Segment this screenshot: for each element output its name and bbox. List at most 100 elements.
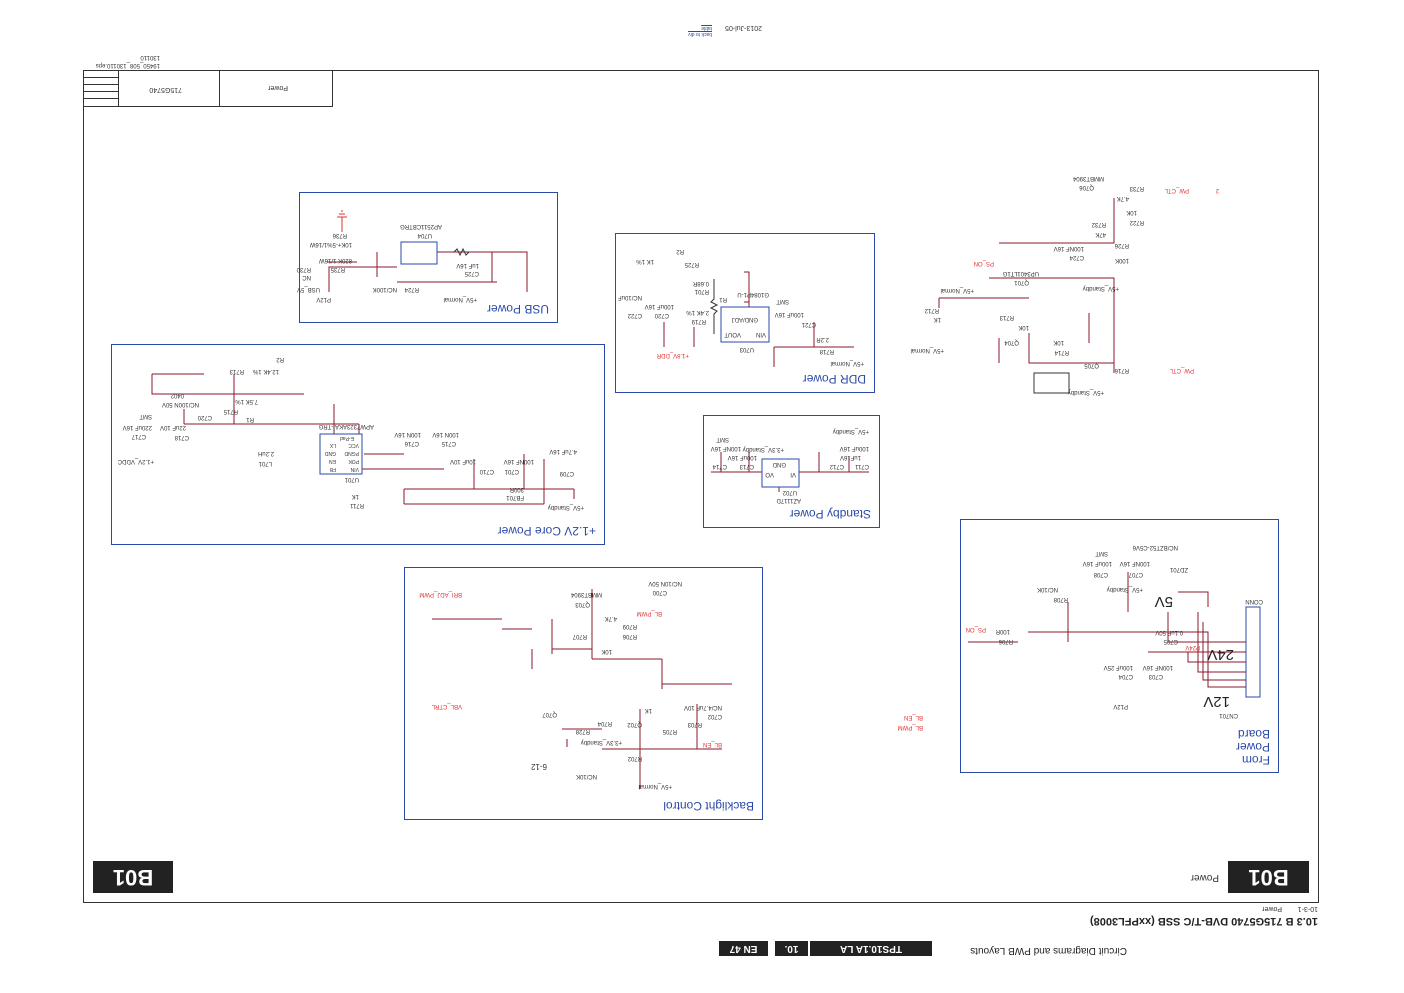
pin-label: EN (329, 458, 336, 464)
label: Q701 (1014, 279, 1029, 285)
label: C704 (1118, 673, 1133, 679)
core-wiring (151, 373, 575, 505)
label: 100uF 16V (727, 454, 757, 460)
label: +5V_Standby (1106, 586, 1143, 592)
label: NC/10N 50V (648, 580, 682, 586)
label: C721 (801, 321, 816, 327)
label: SMT (776, 298, 789, 304)
label: C718 (174, 434, 189, 440)
net-label: BRI_ADJ_PWM (419, 591, 462, 597)
label: R718 (819, 348, 834, 354)
label: 820K 1/16W (318, 257, 352, 263)
chapter-badge: 10. (775, 941, 808, 956)
label: R1 (719, 296, 727, 302)
label: +5V_Normal (443, 296, 477, 302)
label: NC/10uF (617, 294, 642, 300)
label: Q702 (627, 721, 642, 727)
label: C720 (654, 312, 669, 318)
label: C708 (1093, 571, 1108, 577)
label: R711 (350, 502, 364, 508)
label: 100uF 16V (1082, 560, 1112, 566)
power-switch-circuits: Q706 MMBT3904 R733 4.7K PW_CTL R722 10K … (899, 173, 1319, 403)
label: 2.4K 1% (686, 309, 709, 315)
label: R736 (332, 232, 347, 238)
pin-label: PGND (344, 450, 359, 456)
label: R703 (687, 721, 702, 727)
label: NC/BZT52-C5V6 (1132, 544, 1178, 550)
label: R705 (662, 728, 677, 734)
page-badge: EN 47 (719, 941, 768, 956)
label: 100uF 16V (839, 445, 869, 451)
label: R2 (276, 356, 284, 362)
file-name: 19450_508_130110.eps (95, 62, 160, 68)
label: C705 (1163, 638, 1178, 644)
label: 4.7K (604, 615, 617, 621)
pin-label: VIN (350, 466, 359, 472)
label: NC/4.7uF 10V (683, 704, 722, 710)
label: C709 (559, 470, 574, 476)
label: C703 (1148, 673, 1163, 679)
net-label: PW_CTL (1164, 187, 1189, 193)
label: UP3401LT1G (1002, 270, 1039, 276)
label: 1uF 16V (456, 262, 479, 268)
label: P12V (316, 296, 331, 302)
rail-12v: 12V (1203, 693, 1230, 710)
label: CONN (1245, 598, 1263, 604)
label: C700 (652, 589, 667, 595)
label: VI (790, 471, 796, 477)
label: R724 (404, 286, 419, 292)
net-label: P24V (1185, 644, 1200, 650)
label: VIN (755, 331, 766, 337)
label: C702 (707, 713, 722, 719)
label: 0402 (170, 392, 184, 398)
label: C711 (855, 463, 869, 469)
label: 100NF 16V (503, 458, 534, 464)
label: P12V (1113, 703, 1128, 709)
label: 10K (1018, 324, 1029, 330)
label: Q703 (575, 601, 590, 607)
label: +5V_Normal (638, 783, 672, 789)
label: +5V_Standby (1082, 285, 1119, 291)
label: NC (302, 274, 311, 280)
label: 100uF 16V (774, 311, 804, 317)
net-label: PS_ON (973, 260, 994, 266)
title-block-part: 715G5740 (149, 86, 182, 93)
label: 22uF 10V (159, 424, 186, 430)
label: 100uF 25V (1103, 664, 1133, 670)
label: +5V_Standby (547, 504, 584, 510)
label: 12.4K 1% (252, 368, 279, 374)
label: C713 (739, 463, 754, 469)
label: Q704 (1004, 339, 1019, 345)
file-code: 130110 (140, 54, 160, 60)
label: 100uF 16V (644, 303, 674, 309)
label: 1K (351, 493, 359, 499)
label: 100N 16V (394, 431, 421, 437)
label: 47K (1095, 231, 1106, 237)
label: 100K (1114, 257, 1129, 263)
label: 4.7uF 16V (549, 448, 577, 454)
label: 10K (1053, 339, 1064, 345)
label: R715 (223, 408, 238, 414)
label: +5V_Normal (940, 287, 974, 293)
label: SMT (716, 436, 729, 442)
label: AP2511CBTRG (400, 223, 442, 229)
sheet-name: Power (1190, 872, 1219, 883)
back-link[interactable]: back to div table (688, 25, 712, 37)
label: U703 (739, 346, 754, 352)
label: R702 (627, 755, 642, 761)
label: FB701 (506, 494, 524, 500)
label: 1K 1% (636, 258, 654, 264)
date: 2013-Jul-05 (725, 24, 762, 31)
label: C707 (1128, 571, 1143, 577)
from-power-board-block: From Power Board CN701 CONN 5V 24V 12V Z… (898, 519, 1279, 773)
label: 100NF 16V (1142, 664, 1173, 670)
label: R716 (1114, 367, 1129, 373)
label: +5V_Standby (832, 428, 869, 434)
label: 4.7K (1116, 195, 1129, 201)
label: R1 (246, 416, 254, 422)
pin-label: POK (348, 458, 359, 464)
ddr-wiring (663, 271, 854, 367)
label: NC/10K (575, 773, 597, 779)
pin-label: LX (329, 442, 336, 448)
label: R726 (1114, 242, 1129, 248)
